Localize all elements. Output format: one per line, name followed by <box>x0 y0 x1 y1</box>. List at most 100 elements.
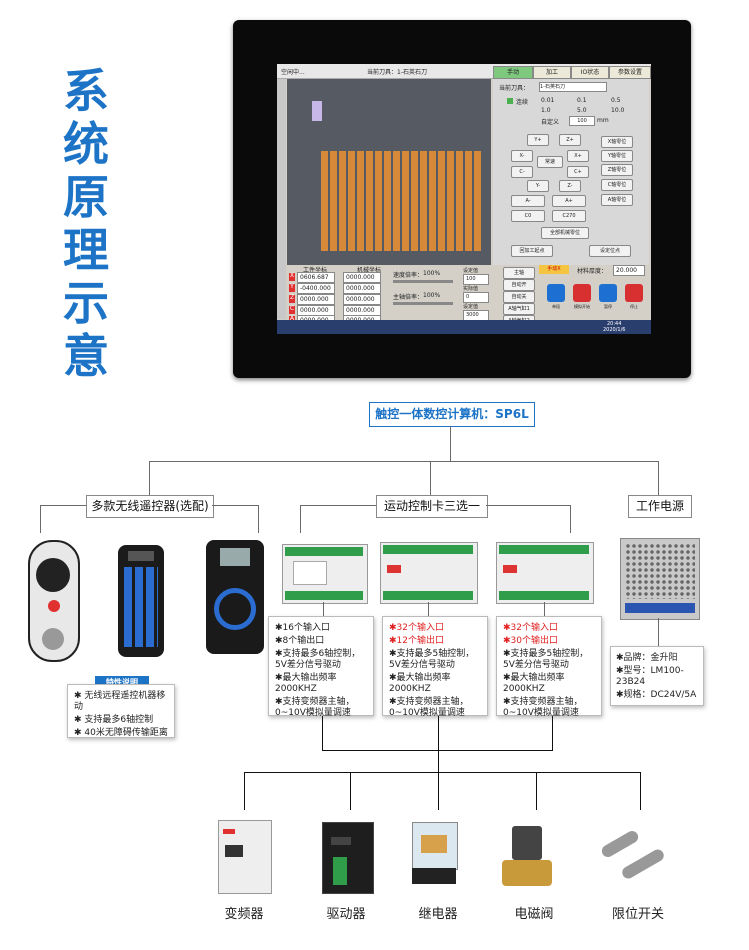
spec-item: ✱16个输入口 <box>275 623 330 633</box>
card-1-spec: ✱16个输入口 ✱8个输出口 ✱支持最多6轴控制，5V差分信号驱动 ✱最大输出频… <box>268 616 374 718</box>
thickness-value[interactable]: 20.000 <box>613 265 645 276</box>
custom-unit: mm <box>597 117 609 124</box>
tool-label: 当前刀具： <box>499 85 530 92</box>
connector <box>438 772 439 810</box>
set-point-button[interactable]: 设定位点 <box>589 245 631 257</box>
keypad-icon <box>124 567 158 647</box>
remote-mpg <box>28 540 80 662</box>
power-group-label: 工作电源 <box>628 495 692 518</box>
remote-features-box: ✱ 无线远程遥控机器移动 ✱ 支持最多6轴控制 ✱ 40米无障碍传输距离 <box>67 684 175 738</box>
panel-plank <box>402 151 409 251</box>
jog-x-minus[interactable]: X- <box>511 150 533 162</box>
x-zero-button[interactable]: X轴零位 <box>601 136 633 148</box>
tab-io[interactable]: IO状态 <box>571 66 609 79</box>
jog-c0[interactable]: C0 <box>511 210 545 222</box>
step-option[interactable]: 0.01 <box>541 97 555 104</box>
connector <box>658 618 659 646</box>
taskbar <box>277 320 651 334</box>
axis-label: A <box>289 315 295 322</box>
step-option[interactable]: 5.0 <box>577 107 587 114</box>
single-step-button[interactable] <box>547 284 565 302</box>
spec-item: ✱32个输入口 <box>503 623 558 633</box>
io-spindle[interactable]: 主轴 <box>503 267 535 279</box>
title-char: 意 <box>63 329 109 383</box>
jog-c270[interactable]: C270 <box>552 210 586 222</box>
custom-input[interactable]: 100 <box>569 116 595 126</box>
start-button[interactable] <box>573 284 591 302</box>
jog-x-plus[interactable]: X+ <box>567 150 589 162</box>
brand-logo-icon <box>387 565 401 573</box>
actual-label: 实际值 <box>463 286 479 292</box>
axis-marker <box>289 295 295 303</box>
return-start-button[interactable]: 回加工起点 <box>511 245 553 257</box>
display-icon <box>331 837 351 845</box>
tab-process[interactable]: 加工 <box>533 66 571 79</box>
brand-logo-icon <box>223 829 235 834</box>
connector <box>322 750 553 751</box>
connector <box>149 461 659 462</box>
motion-card-2 <box>380 542 478 604</box>
device-label: 继电器 <box>418 907 458 922</box>
tab-manual[interactable]: 手动 <box>493 66 533 79</box>
vertical-title: 系 统 原 理 示 意 <box>58 65 114 383</box>
brand-logo-icon <box>503 565 517 573</box>
panel-plank <box>465 151 472 251</box>
panel-plank <box>393 151 400 251</box>
io-auto-off[interactable]: 自动关 <box>503 291 535 303</box>
panel-plank <box>339 151 346 251</box>
all-zero-button[interactable]: 全部机械零位 <box>541 227 589 239</box>
tab-params[interactable]: 参数设置 <box>609 66 651 79</box>
axis-marker <box>289 284 295 292</box>
spec-item: ✱支持最多5轴控制，5V差分信号驱动 <box>503 649 589 670</box>
work-y: -0400.000 <box>297 283 335 294</box>
remote-lcd <box>220 548 250 566</box>
y-zero-button[interactable]: Y轴零位 <box>601 150 633 162</box>
connector <box>244 772 640 773</box>
feed-value: 100% <box>423 270 441 277</box>
relay-coil-icon <box>421 835 447 853</box>
jog-c-minus[interactable]: C- <box>511 166 533 178</box>
spec-item: ✱品牌：金升阳 <box>616 653 678 663</box>
panel-plank <box>429 151 436 251</box>
jog-a-minus[interactable]: A- <box>511 195 545 207</box>
axis-label: X <box>289 272 295 279</box>
a-zero-button[interactable]: A轴零位 <box>601 194 633 206</box>
panel-plank <box>348 151 355 251</box>
io-a-cyl1[interactable]: A轴气缸1 <box>503 303 535 315</box>
jog-z-plus[interactable]: Z+ <box>559 134 581 146</box>
io-auto-on[interactable]: 自动开 <box>503 279 535 291</box>
step-option[interactable]: 0.5 <box>611 97 621 104</box>
connector <box>258 505 259 533</box>
connector <box>149 461 150 496</box>
spec-item: ✱支持变频器主轴，0~10V模拟量调速 <box>503 697 583 718</box>
feed-slider[interactable] <box>393 280 453 283</box>
jog-a-plus[interactable]: A+ <box>552 195 586 207</box>
connector <box>300 505 301 533</box>
device-label: 驱动器 <box>326 907 366 922</box>
jog-y-plus[interactable]: Y+ <box>527 134 549 146</box>
pause-button[interactable] <box>599 284 617 302</box>
jog-speed[interactable]: 常速 <box>537 156 563 168</box>
continuous-check[interactable] <box>507 98 513 104</box>
z-zero-button[interactable]: Z轴零位 <box>601 164 633 176</box>
jog-z-minus[interactable]: Z- <box>559 180 581 192</box>
step-option[interactable]: 10.0 <box>611 107 625 114</box>
step-option[interactable]: 1.0 <box>541 107 551 114</box>
spec-item: ✱支持最多6轴控制，5V差分信号驱动 <box>275 649 361 670</box>
work-coord-label: 工件坐标 <box>303 267 328 274</box>
stop-button[interactable] <box>625 284 643 302</box>
title-char: 理 <box>63 223 109 277</box>
tool-select[interactable]: 1-石英石刀 <box>539 82 607 92</box>
spindle-value: 100% <box>423 292 441 299</box>
status-text: 空闲中... <box>281 69 305 76</box>
step-option[interactable]: 0.1 <box>577 97 587 104</box>
panel-plank <box>447 151 454 251</box>
connector <box>486 505 570 506</box>
actual-value: 0 <box>463 292 489 303</box>
c-zero-button[interactable]: C轴零位 <box>601 179 633 191</box>
set-speed-value: 100 <box>463 274 489 285</box>
jog-y-minus[interactable]: Y- <box>527 180 549 192</box>
feed-label: 速度倍率： <box>393 272 424 279</box>
spindle-slider[interactable] <box>393 302 453 305</box>
jog-c-plus[interactable]: C+ <box>567 166 589 178</box>
